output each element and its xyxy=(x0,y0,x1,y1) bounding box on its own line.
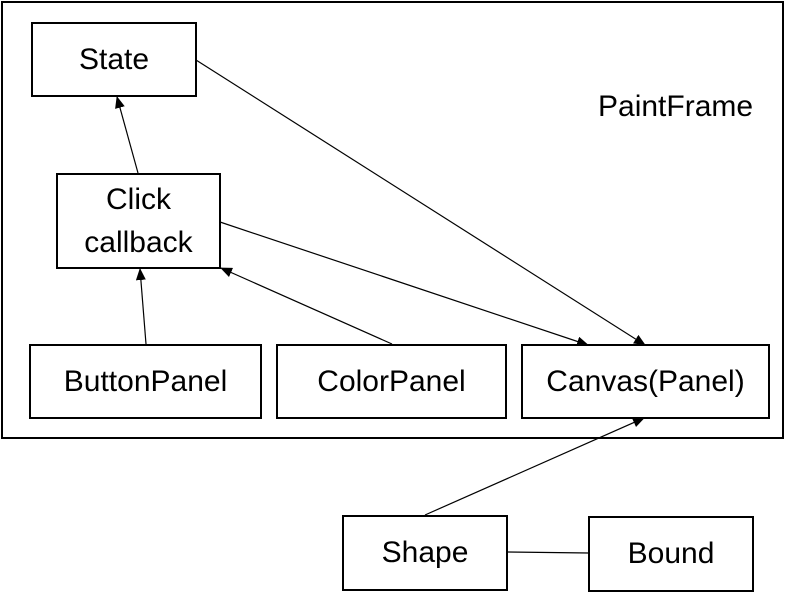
edge-colorpanel-to-click xyxy=(220,267,393,345)
bound-node: Bound xyxy=(588,516,754,592)
shape-node-label: Shape xyxy=(381,536,469,570)
buttonpanel-node-label: ButtonPanel xyxy=(63,364,228,398)
edge-shape-to-bound xyxy=(505,551,590,554)
paintframe-container xyxy=(1,1,784,439)
colorpanel-node-label: ColorPanel xyxy=(317,364,466,398)
edge-click-to-state xyxy=(115,96,139,174)
state-node: State xyxy=(31,22,197,97)
buttonpanel-node: ButtonPanel xyxy=(29,344,262,419)
click-callback-label-line1: Click xyxy=(105,182,171,216)
bound-node-label: Bound xyxy=(627,537,715,571)
state-node-label: State xyxy=(78,42,150,76)
colorpanel-node: ColorPanel xyxy=(276,344,507,419)
edge-shape-to-canvas xyxy=(424,417,645,516)
edge-state-to-canvas xyxy=(195,59,646,346)
paintframe-label: PaintFrame xyxy=(598,90,754,123)
canvas-panel-node: Canvas(Panel) xyxy=(521,344,770,419)
click-callback-label: Click callback xyxy=(84,178,192,265)
edge-buttonpanel-to-click xyxy=(135,268,147,345)
edge-click-to-canvas xyxy=(219,221,589,347)
click-callback-label-line2: callback xyxy=(84,226,193,259)
click-callback-node: Click callback xyxy=(56,173,221,269)
shape-node: Shape xyxy=(342,515,508,591)
canvas-panel-node-label: Canvas(Panel) xyxy=(546,364,745,398)
